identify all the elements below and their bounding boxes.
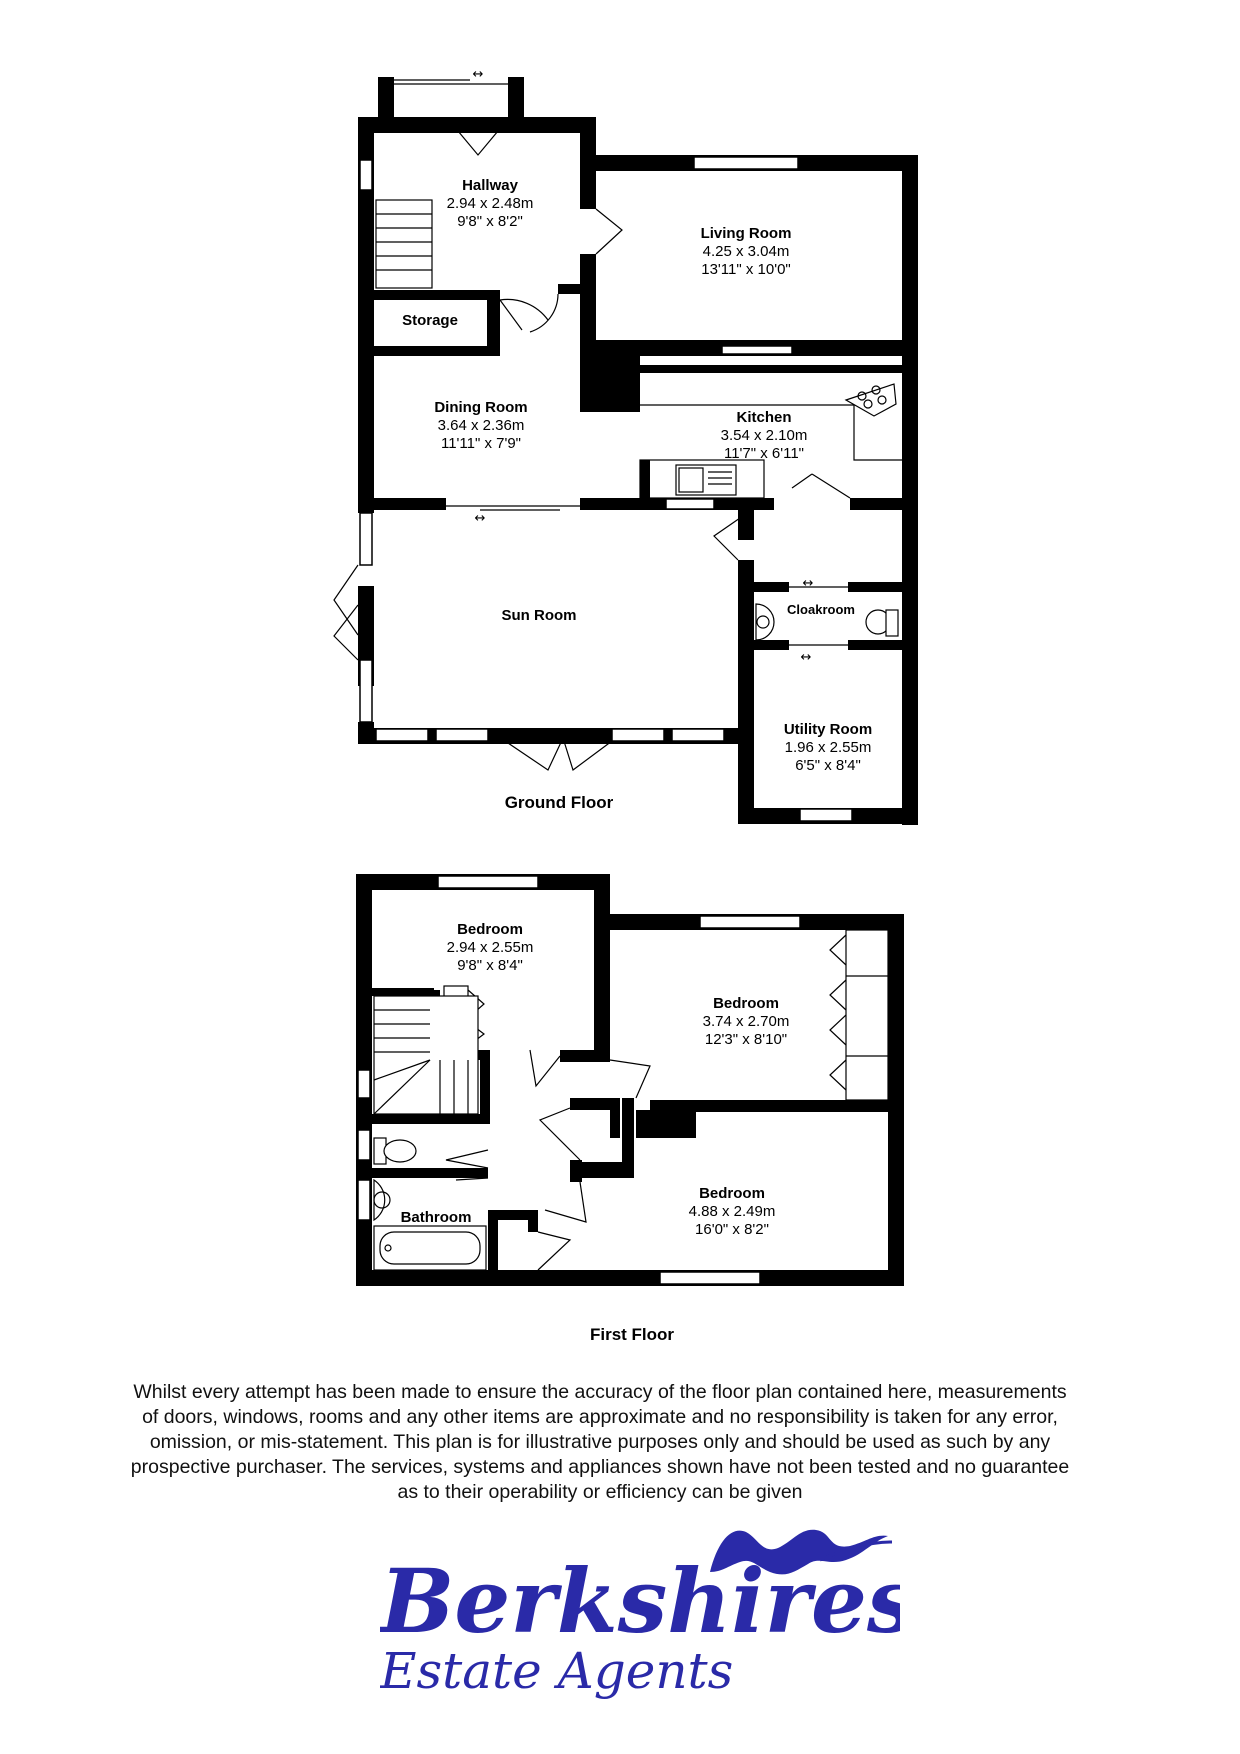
disclaimer-line: Whilst every attempt has been made to en… xyxy=(133,1381,1067,1403)
room-metric-living: 4.25 x 3.04m xyxy=(703,243,790,260)
stairs-icon xyxy=(373,995,479,1115)
room-name-living: Living Room xyxy=(701,225,792,242)
basin-icon xyxy=(755,603,775,641)
sliding-door-arrow-icon: ↔ xyxy=(801,650,812,665)
room-metric-bed1: 2.94 x 2.55m xyxy=(447,939,534,956)
room-imperial-dining: 11'11" x 7'9" xyxy=(441,435,521,452)
disclaimer-text: Whilst every attempt has been made to en… xyxy=(100,1380,1100,1505)
first-floor-labels: Bedroom 2.94 x 2.55m 9'8" x 8'4" Bedroom… xyxy=(401,921,790,1344)
disclaimer-line: omission, or mis-statement. This plan is… xyxy=(149,1431,1051,1453)
room-name-bed1: Bedroom xyxy=(457,921,523,938)
room-imperial-living: 13'11" x 10'0" xyxy=(701,261,791,278)
room-metric-hallway: 2.94 x 2.48m xyxy=(447,195,534,212)
disclaimer-line: of doors, windows, rooms and any other i… xyxy=(142,1406,1058,1428)
room-imperial-kitchen: 11'7" x 6'11" xyxy=(724,445,804,462)
room-metric-bed3: 4.88 x 2.49m xyxy=(689,1203,776,1220)
sink-icon xyxy=(675,464,737,496)
ground-floor-title: Ground Floor xyxy=(505,793,614,812)
hob-icon xyxy=(844,383,897,417)
first-floor-title: First Floor xyxy=(590,1325,674,1344)
sliding-door-arrow-icon: ↔ xyxy=(475,511,486,526)
room-imperial-hallway: 9'8" x 8'2" xyxy=(457,213,523,230)
room-metric-dining: 3.64 x 2.36m xyxy=(438,417,525,434)
sliding-door-arrow-icon: ↔ xyxy=(473,67,484,82)
stairs-icon xyxy=(375,199,433,289)
room-metric-bed2: 3.74 x 2.70m xyxy=(703,1013,790,1030)
room-name-storage: Storage xyxy=(402,312,458,329)
room-metric-utility: 1.96 x 2.55m xyxy=(785,739,872,756)
toilet-icon xyxy=(373,1137,417,1165)
logo-line1: Berkshires xyxy=(380,1549,900,1653)
toilet-icon xyxy=(865,609,899,637)
ground-floor-labels: Hallway 2.94 x 2.48m 9'8" x 8'2" Living … xyxy=(402,177,872,812)
ground-floor-plan: ↔ xyxy=(333,67,918,825)
room-imperial-bed2: 12'3" x 8'10" xyxy=(705,1031,787,1048)
room-name-cloak: Cloakroom xyxy=(787,602,855,617)
bath-icon xyxy=(373,1225,487,1271)
room-name-bed3: Bedroom xyxy=(699,1185,765,1202)
disclaimer-line: as to their operability or efficiency ca… xyxy=(397,1481,803,1503)
room-imperial-bed1: 9'8" x 8'4" xyxy=(457,957,523,974)
room-metric-kitchen: 3.54 x 2.10m xyxy=(721,427,808,444)
room-name-bath: Bathroom xyxy=(401,1209,472,1226)
berkshires-logo: Berkshires Estate Agents xyxy=(380,1529,900,1700)
logo-line2: Estate Agents xyxy=(380,1642,733,1700)
room-name-kitchen: Kitchen xyxy=(736,409,791,426)
disclaimer-line: prospective purchaser. The services, sys… xyxy=(130,1456,1070,1478)
first-floor-plan xyxy=(356,874,904,1286)
wave-icon xyxy=(710,1529,888,1575)
room-name-utility: Utility Room xyxy=(784,721,872,738)
room-imperial-bed3: 16'0" x 8'2" xyxy=(695,1221,769,1238)
room-name-sun: Sun Room xyxy=(502,607,577,624)
room-name-hallway: Hallway xyxy=(462,177,519,194)
basin-icon xyxy=(373,1178,391,1222)
room-imperial-utility: 6'5" x 8'4" xyxy=(795,757,861,774)
room-name-bed2: Bedroom xyxy=(713,995,779,1012)
room-name-dining: Dining Room xyxy=(434,399,527,416)
sliding-door-arrow-icon: ↔ xyxy=(803,576,814,591)
